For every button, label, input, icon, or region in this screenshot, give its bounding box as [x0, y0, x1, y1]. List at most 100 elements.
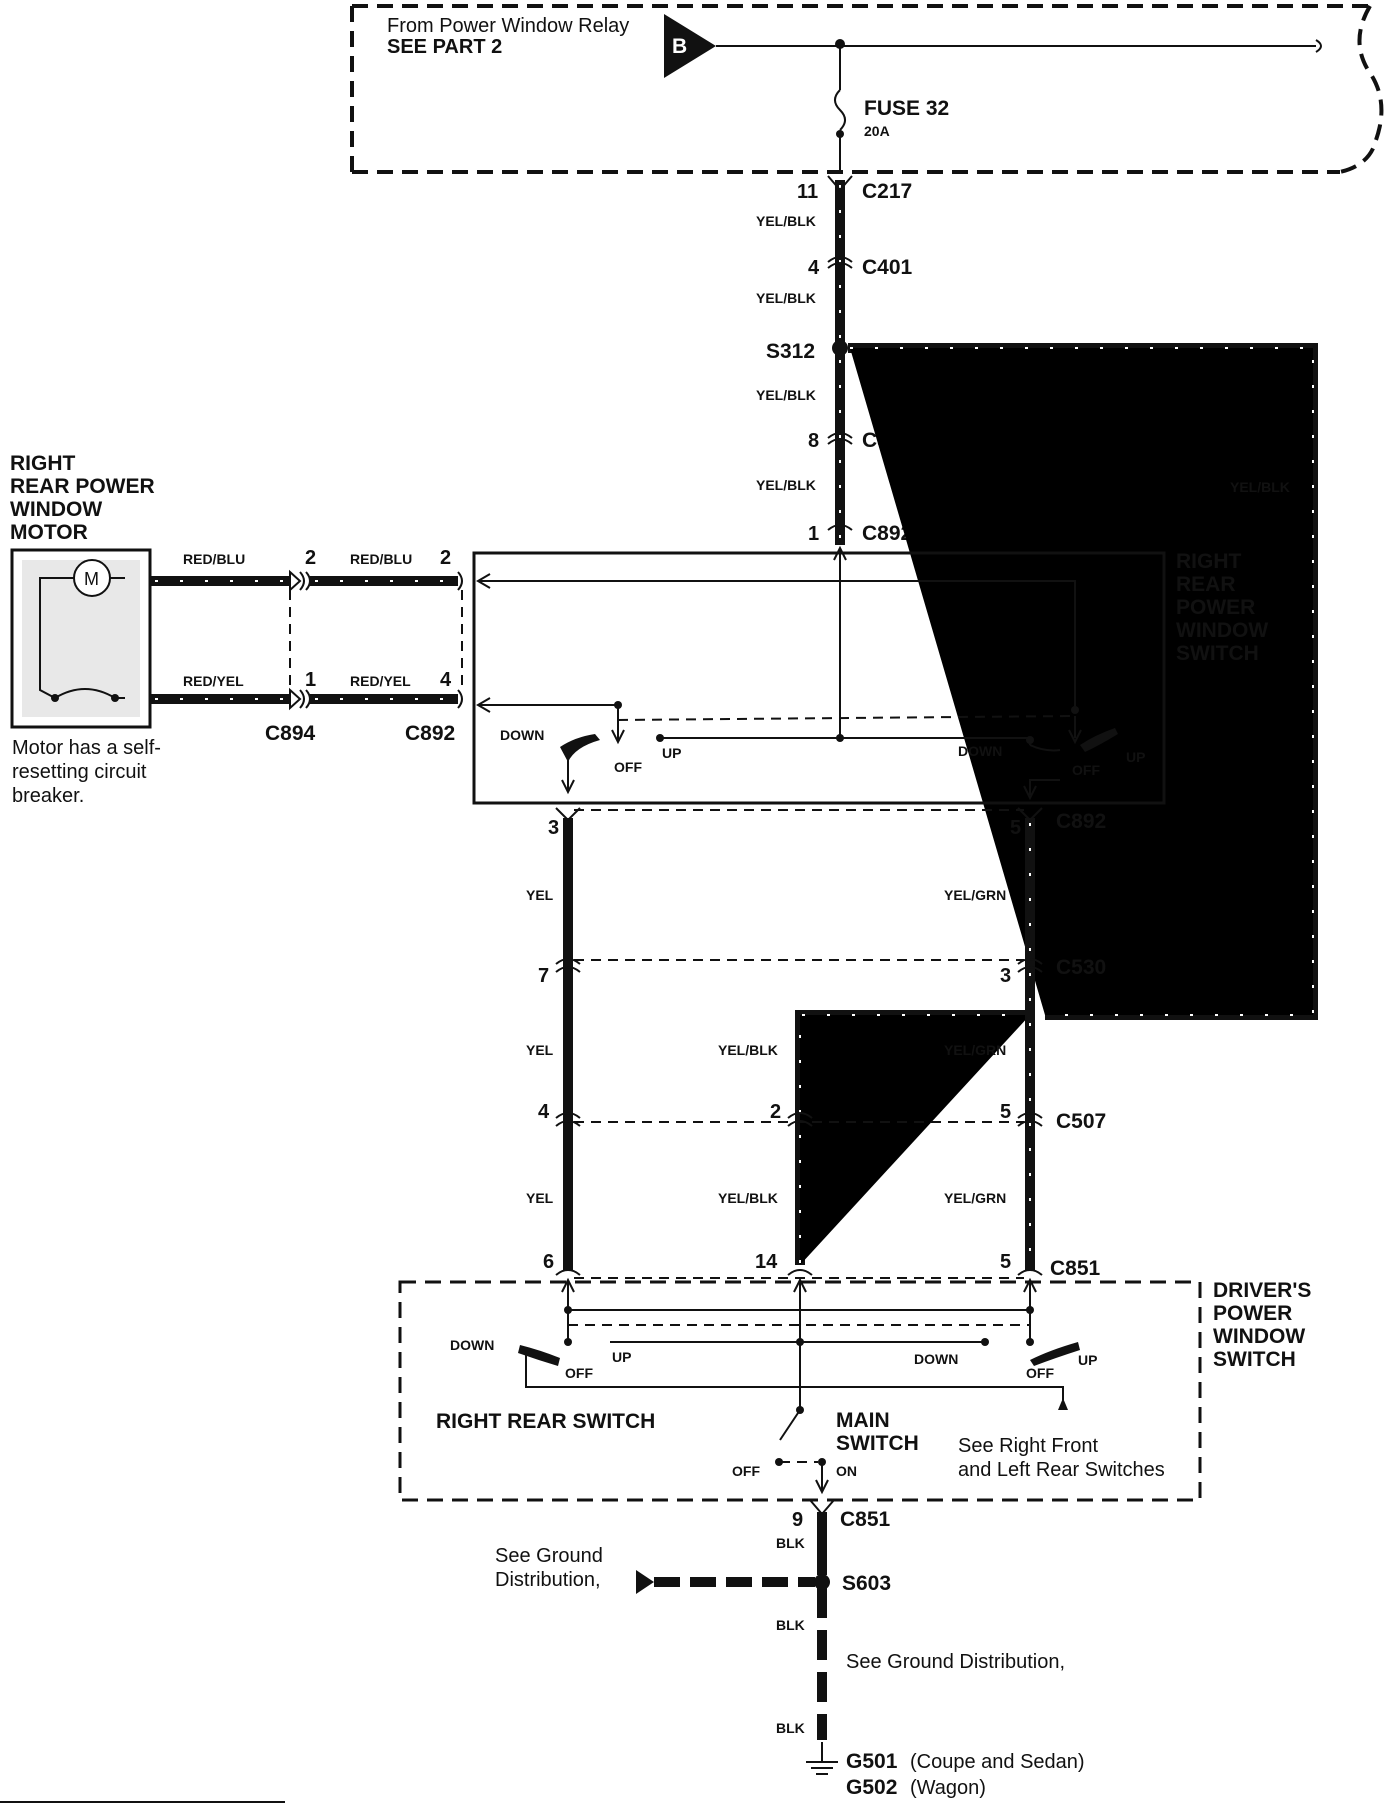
rr-switch-title-4: WINDOW — [1176, 619, 1268, 642]
c530-bot-label: C530 — [1056, 956, 1106, 979]
motor-note-1: Motor has a self- — [12, 737, 161, 759]
wire-label-yel-3: YEL — [526, 1190, 554, 1206]
c892-bot-label: C892 — [1056, 810, 1106, 833]
see-ground-full: See Ground Distribution, — [846, 1651, 1065, 1673]
see-ground-l2: Distribution, — [495, 1569, 601, 1591]
main-switch-l1: MAIN — [836, 1409, 890, 1432]
wire-label-blk-3: BLK — [776, 1720, 805, 1736]
sw-pin-2: 2 — [440, 547, 451, 569]
rr-switch-title-3: POWER — [1176, 596, 1255, 619]
wire-label-redyel-2: RED/YEL — [350, 673, 411, 689]
c507-label: C507 — [1056, 1110, 1106, 1133]
see-rf-lr-l2: and Left Rear Switches — [958, 1459, 1165, 1481]
main-switch-on: ON — [836, 1463, 857, 1479]
s603-splice-dot — [814, 1574, 830, 1590]
sw-pin-4: 4 — [440, 669, 452, 691]
rr-switch-title-2: REAR — [1176, 573, 1236, 596]
see-ground-l1: See Ground — [495, 1545, 603, 1567]
c217-label: C217 — [862, 180, 912, 203]
rr-up-lever — [1080, 728, 1118, 752]
rr-switch-off-1: OFF — [614, 759, 642, 775]
motor-m-symbol: M — [84, 569, 99, 589]
c851-label: C851 — [1050, 1257, 1101, 1280]
wire-label-yelgrn-2: YEL/GRN — [944, 1042, 1006, 1058]
driver-down-2: DOWN — [914, 1351, 958, 1367]
g502-note: (Wagon) — [910, 1777, 986, 1799]
rr-switch-title-5: SWITCH — [1176, 642, 1259, 665]
driver-off-1: OFF — [565, 1365, 593, 1381]
c507-pin-5: 5 — [1000, 1101, 1011, 1123]
rr-switch-title-1: RIGHT — [1176, 550, 1242, 573]
driver-window-switch: DRIVER'S POWER WINDOW SWITCH DOWN OFF UP… — [398, 1277, 1311, 1502]
motor-box — [10, 548, 152, 729]
wire-label-yelblk-loop: YEL/BLK — [1230, 479, 1290, 495]
s312-label: S312 — [766, 340, 815, 363]
c892-left-label: C892 — [405, 722, 455, 745]
s603-label: S603 — [842, 1572, 891, 1595]
m-pin-2: 2 — [305, 547, 316, 569]
driver-switch-title-3: WINDOW — [1213, 1325, 1305, 1348]
rr-switch-box — [472, 551, 1166, 805]
wire-label-blk-1: BLK — [776, 1535, 805, 1551]
relay-from-label: From Power Window Relay — [387, 15, 629, 37]
wire-label-yelgrn-1: YEL/GRN — [944, 887, 1006, 903]
c851-bot-pin: 9 — [792, 1509, 803, 1531]
motor-note-3: breaker. — [12, 785, 84, 807]
c892-top-pin: 1 — [808, 523, 819, 545]
c530-top-pin: 8 — [808, 430, 819, 452]
c401-label: C401 — [862, 256, 913, 279]
downstream-wires: 3 5 C892 YEL YEL/GRN 7 3 C530 YEL YEL/BL… — [526, 807, 1106, 1280]
rr-switch-off-2: OFF — [1072, 762, 1100, 778]
c894-label: C894 — [265, 722, 316, 745]
c851-pin-6: 6 — [543, 1251, 554, 1273]
wire-label-yelblk-5: YEL/BLK — [718, 1042, 778, 1058]
g501-label: G501 — [846, 1750, 898, 1773]
driver-switch-title-2: POWER — [1213, 1302, 1292, 1325]
motor-wires: RED/BLU RED/BLU RED/YEL RED/YEL 2 2 1 4 … — [150, 547, 463, 745]
wire-label-yelblk-6: YEL/BLK — [718, 1190, 778, 1206]
c530-bot-pin-7: 7 — [538, 965, 549, 987]
wire-label-redblu-1: RED/BLU — [183, 551, 245, 567]
fuse-symbol — [834, 89, 846, 131]
right-rear-switch-label: RIGHT REAR SWITCH — [436, 1410, 655, 1433]
wire-label-redblu-2: RED/BLU — [350, 551, 412, 567]
wire-label-blk-2: BLK — [776, 1617, 805, 1633]
motor-title-3: WINDOW — [10, 498, 102, 521]
rr-switch-up-1: UP — [662, 745, 681, 761]
c507-pin-4: 4 — [538, 1101, 550, 1123]
wire-label-yelblk-3: YEL/BLK — [756, 387, 816, 403]
c401-pin: 4 — [808, 257, 820, 279]
driver-up-2: UP — [1078, 1352, 1097, 1368]
see-rf-lr-l1: See Right Front — [958, 1435, 1099, 1457]
main-switch-l2: SWITCH — [836, 1432, 919, 1455]
rr-switch-down-1: DOWN — [500, 727, 544, 743]
driver-down-1: DOWN — [450, 1337, 494, 1353]
wire-label-redyel-1: RED/YEL — [183, 673, 244, 689]
fuse-rating: 20A — [864, 123, 890, 139]
wire-label-yelgrn-3: YEL/GRN — [944, 1190, 1006, 1206]
driver-off-2: OFF — [1026, 1365, 1054, 1381]
c892-bot-pin-5: 5 — [1010, 817, 1021, 839]
c851-pin-14: 14 — [755, 1251, 778, 1273]
c851-bot-label: C851 — [840, 1508, 891, 1531]
c892-bot-pin-3: 3 — [548, 817, 559, 839]
g502-label: G502 — [846, 1776, 897, 1799]
m-pin-1: 1 — [305, 669, 316, 691]
c507-pin-2: 2 — [770, 1101, 781, 1123]
c851-pin-5: 5 — [1000, 1251, 1011, 1273]
wire-label-yelblk-2: YEL/BLK — [756, 290, 816, 306]
relay-b-letter: B — [672, 35, 687, 58]
motor-group: RIGHT REAR POWER WINDOW MOTOR M Motor ha… — [10, 452, 161, 807]
see-part-label: SEE PART 2 — [387, 36, 502, 58]
motor-note-2: resetting circuit — [12, 761, 147, 783]
wire-label-yelblk-4: YEL/BLK — [756, 477, 816, 493]
relay-b-triangle — [664, 14, 716, 78]
c530-bot-pin-3: 3 — [1000, 965, 1011, 987]
ground-section: 9 C851 BLK See Ground Distribution, S603… — [0, 1499, 1085, 1803]
driver-up-1: UP — [612, 1349, 631, 1365]
rr-switch-down-2: DOWN — [958, 743, 1002, 759]
top-relay-box: From Power Window Relay SEE PART 2 B FUS… — [350, 4, 1384, 174]
rr-switch-up-2: UP — [1126, 749, 1145, 765]
motor-title-1: RIGHT — [10, 452, 76, 475]
